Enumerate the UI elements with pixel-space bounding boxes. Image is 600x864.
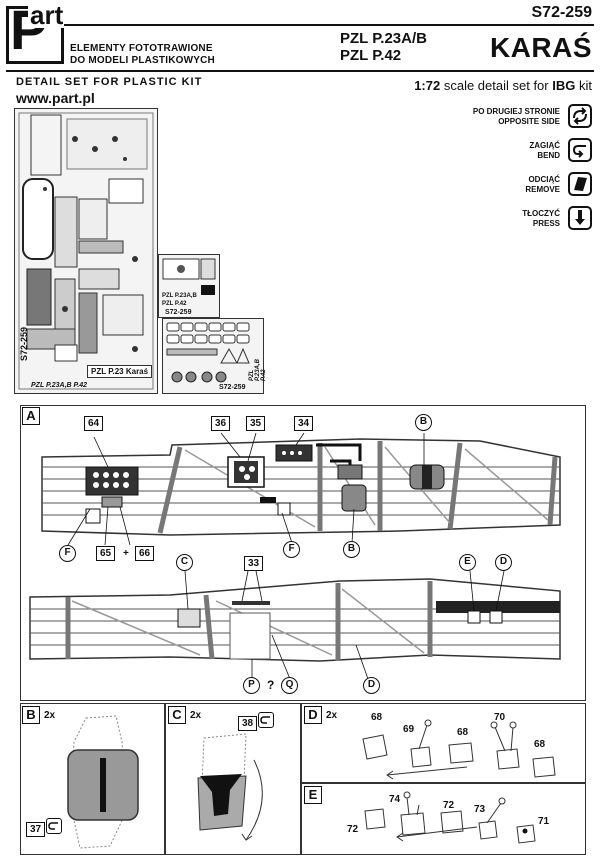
- qty-label: 2x: [326, 710, 338, 721]
- legend-remove: ODCIĄĆ REMOVE: [525, 175, 560, 195]
- small-fret-code: S72-259: [219, 384, 246, 391]
- part-number: 38: [238, 716, 258, 731]
- header-line2: DO MODELI PLASTIKOWYCH: [70, 55, 215, 66]
- seat-back-drawing: [67, 715, 139, 849]
- section-a-badge: A: [22, 407, 40, 425]
- levers-d-drawing: [362, 719, 556, 780]
- remove-icon: [568, 172, 592, 196]
- section-b-frame: [20, 703, 165, 855]
- part-number: 68: [534, 739, 546, 750]
- header-rule-mid: [6, 70, 594, 72]
- ref-circle: E: [459, 554, 476, 571]
- ref-circle: Q: [281, 677, 298, 694]
- part-number: 64: [84, 416, 104, 431]
- small-fret-title: PZL P.23A,B P.42: [249, 359, 267, 381]
- legend-text: PO DRUGIEJ STRONIE: [472, 107, 560, 116]
- opposite-side-icon: [568, 104, 592, 128]
- part-number: 68: [457, 727, 469, 738]
- ref-circle: B: [343, 541, 360, 558]
- legend-press: TŁOCZYĆ PRESS: [522, 209, 560, 229]
- part-number: 70: [494, 712, 506, 723]
- legend-text: TŁOCZYĆ: [522, 209, 560, 218]
- seat-drawing: [197, 733, 263, 841]
- press-icon: [568, 206, 592, 230]
- part-number: 72: [347, 824, 359, 835]
- legend-opposite-side: PO DRUGIEJ STRONIE OPPOSITE SIDE: [473, 107, 560, 127]
- model-name-1: PZL P.23A/B: [340, 30, 427, 47]
- part-number: 34: [294, 416, 314, 431]
- bend-icon: [568, 138, 592, 162]
- part-number: 73: [474, 804, 486, 815]
- bend-icon: [258, 712, 274, 728]
- side-fret-sheet: PZL P.23A,B PZL P.42 S72-259: [158, 254, 220, 318]
- scale-value: 1:72: [414, 78, 441, 93]
- detail-set-label: DETAIL SET FOR PLASTIC KIT: [16, 76, 203, 88]
- section-b-badge: B: [22, 706, 40, 724]
- kit-text: kit: [579, 78, 592, 93]
- plus-sign: +: [123, 548, 129, 559]
- legend-text: BEND: [537, 151, 560, 160]
- ref-circle: B: [415, 414, 432, 431]
- logo-art: art: [28, 0, 66, 30]
- scale-text: scale detail set for: [443, 78, 549, 93]
- website: www.part.pl: [16, 90, 95, 106]
- ref-circle: D: [495, 554, 512, 571]
- part-number: 72: [443, 800, 455, 811]
- part-number: 37: [26, 822, 46, 837]
- part-number: 65: [96, 546, 116, 561]
- legend-text: PRESS: [532, 219, 560, 228]
- side-fret-text: PZL P.23A,B: [162, 293, 197, 299]
- section-e-frame: [301, 783, 586, 855]
- scale-line: 1:72 scale detail set for IBG kit: [414, 78, 592, 93]
- section-a-frame: [20, 405, 586, 701]
- qty-label: 2x: [44, 710, 56, 721]
- main-fret-sheet: S72-259 PZL P.23A,B P.42 PZL P.23 Karaś: [14, 108, 158, 394]
- model-name-2: PZL P.42: [340, 47, 402, 64]
- header-line1: ELEMENTY FOTOTRAWIONE: [70, 43, 213, 54]
- part-number: 69: [403, 724, 415, 735]
- side-fret-text-2: PZL P.42: [162, 301, 187, 307]
- part-number: 71: [538, 816, 550, 827]
- aircraft-name: KARAŚ: [489, 32, 592, 63]
- fret-name-plate: PZL P.23 Karaś: [87, 365, 153, 378]
- legend-text: ZAGIĄĆ: [529, 141, 560, 150]
- ref-circle: C: [176, 554, 193, 571]
- small-fret-sheet: S72-259 PZL P.23A,B P.42: [162, 318, 267, 394]
- legend-bend: ZAGIĄĆ BEND: [529, 141, 560, 161]
- section-c-badge: C: [168, 706, 186, 724]
- question-mark: ?: [267, 678, 275, 692]
- part-number: 35: [246, 416, 266, 431]
- part-number: 66: [135, 546, 155, 561]
- bend-icon: [46, 818, 62, 834]
- fret-title: PZL P.23A,B P.42: [31, 382, 88, 389]
- part-number: 74: [389, 794, 401, 805]
- section-c-frame: [165, 703, 301, 855]
- levers-e-drawing: [364, 791, 536, 844]
- ref-circle: F: [59, 545, 76, 562]
- part-number: 68: [371, 712, 383, 723]
- side-fret-code: S72-259: [165, 309, 192, 316]
- section-a-drawing: [29, 432, 561, 680]
- ref-circle: D: [363, 677, 380, 694]
- qty-label: 2x: [190, 710, 202, 721]
- kit-code: S72-259: [531, 4, 593, 21]
- header-rule-top: [64, 24, 594, 26]
- fret-code-vertical: S72-259: [19, 326, 29, 361]
- legend-text: ODCIĄĆ: [528, 175, 560, 184]
- section-d-frame: [301, 703, 586, 783]
- section-e-badge: E: [304, 786, 322, 804]
- legend-text: OPPOSITE SIDE: [498, 117, 560, 126]
- section-d-badge: D: [304, 706, 322, 724]
- legend-text: REMOVE: [525, 185, 560, 194]
- part-number: 36: [211, 416, 231, 431]
- ref-circle: P: [243, 677, 260, 694]
- brand-name: IBG: [552, 78, 576, 93]
- ref-circle: F: [283, 541, 300, 558]
- part-number: 33: [244, 556, 264, 571]
